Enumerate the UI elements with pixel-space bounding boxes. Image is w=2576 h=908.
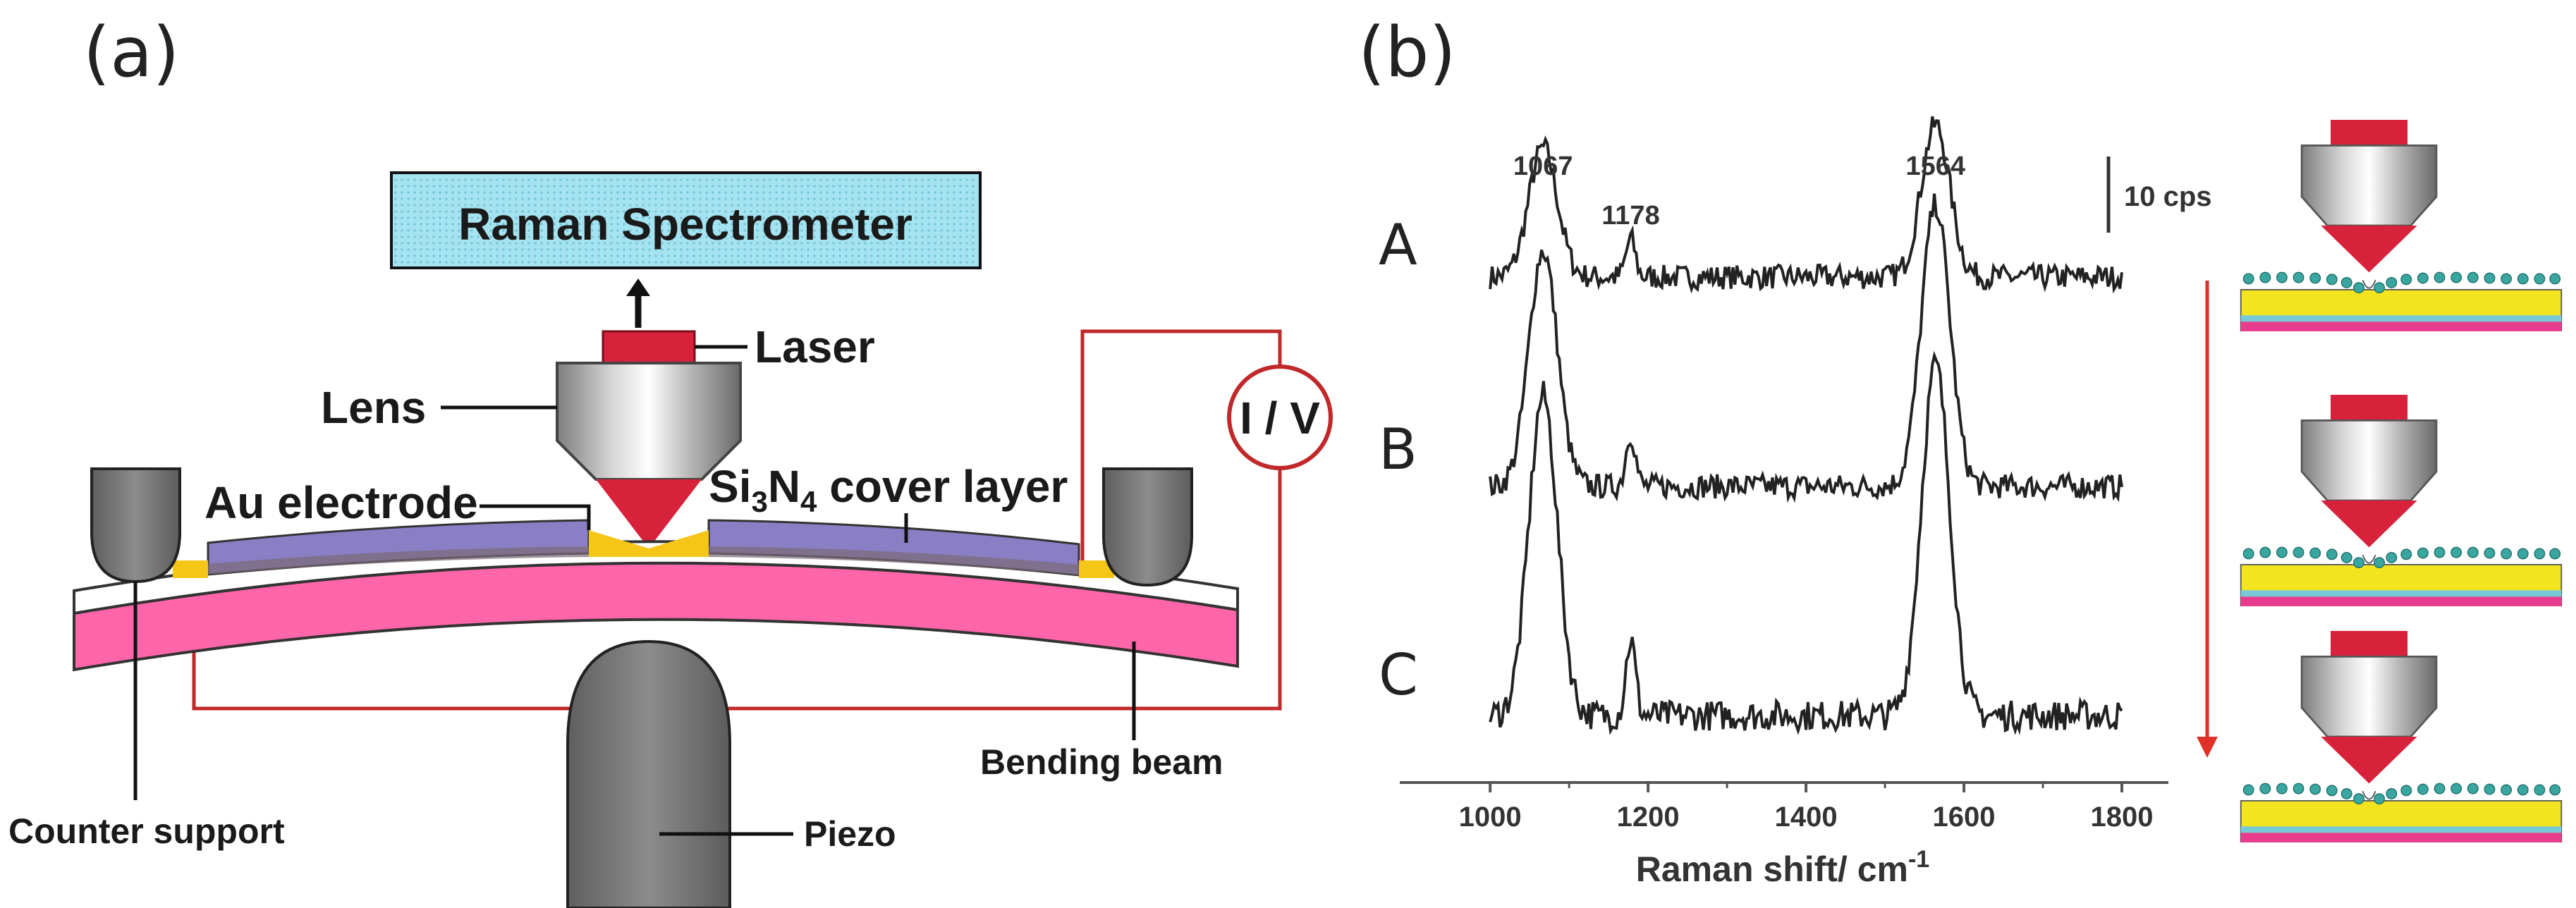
x-axis-title: Raman shift/ cm-1 [1636,846,1929,889]
lens-label: Lens [321,382,426,433]
panel-b-label: (b) [1358,13,1456,93]
raman-spectrometer-box [390,171,982,269]
peak-label-1564: 1564 [1905,152,1965,181]
inset-setup-a [2240,120,2563,331]
bending-beam-label: Bending beam [980,742,1223,782]
x-tick-label: 1400 [1775,802,1838,833]
inset-setup-b [2240,395,2563,606]
x-tick-label: 1000 [1459,802,1522,833]
x-tick-label: 1600 [1933,802,1996,833]
inset-setup-c [2240,631,2563,842]
peak-label-1067: 1067 [1513,152,1573,181]
panel-a: (a) Raman Spectrometer Laser Lens I / V [8,13,1333,908]
iv-label: I / V [1240,393,1320,443]
x-tick-label: 1800 [2091,802,2154,833]
trace-label-a: A [1379,212,1417,278]
laser-cone [596,479,702,548]
left-electrode-base [208,546,589,575]
panel-b: (b) A B C 1067 1178 1564 1000 1200 1400 1600 1800R… [1358,13,2563,889]
laser-block [602,330,696,364]
spectrum-line-c [1489,350,2123,735]
au-electrode-label: Au electrode [205,477,478,528]
spectrum-line-a [1489,116,2123,294]
laser-label: Laser [755,321,875,372]
left-counter-support [90,467,181,584]
iv-meter [1227,364,1333,470]
scale-bar-label: 10 cps [2124,181,2212,212]
peak-label-1178: 1178 [1601,201,1659,231]
spectrum-line-b [1489,193,2123,503]
signal-arrowhead [626,278,650,296]
raman-spectrometer-label: Raman Spectrometer [458,199,912,250]
right-electrode-base [709,546,1079,575]
trace-label-c: C [1379,642,1418,708]
au-electrode-leader [480,504,591,530]
panel-a-label: (a) [83,13,180,93]
right-counter-support [1102,467,1193,587]
x-tick-label: 1200 [1617,802,1680,833]
trace-label-b: B [1379,417,1417,482]
piezo-label: Piezo [804,814,896,854]
junction-gold [589,530,709,557]
piezo-actuator [566,639,731,908]
circuit-wire [1080,329,1282,560]
counter-support-label: Counter support [8,811,285,851]
raman-chart: A B C 1067 1178 1564 1000 1200 1400 1600 1800Raman… [1379,116,2168,889]
cover-layer-label: Si3N4 cover layer [709,461,1068,518]
left-au-contact [173,560,208,578]
